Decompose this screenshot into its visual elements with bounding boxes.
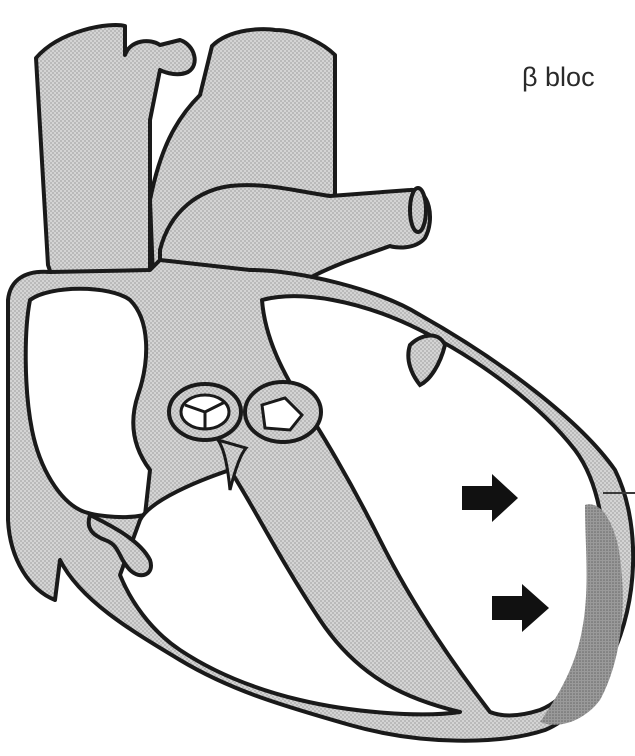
aortic-valve [169, 384, 241, 440]
pulmonary-valve [245, 382, 321, 442]
pulmonary-artery-opening [410, 188, 426, 232]
caption-label: β bloc [522, 62, 595, 93]
